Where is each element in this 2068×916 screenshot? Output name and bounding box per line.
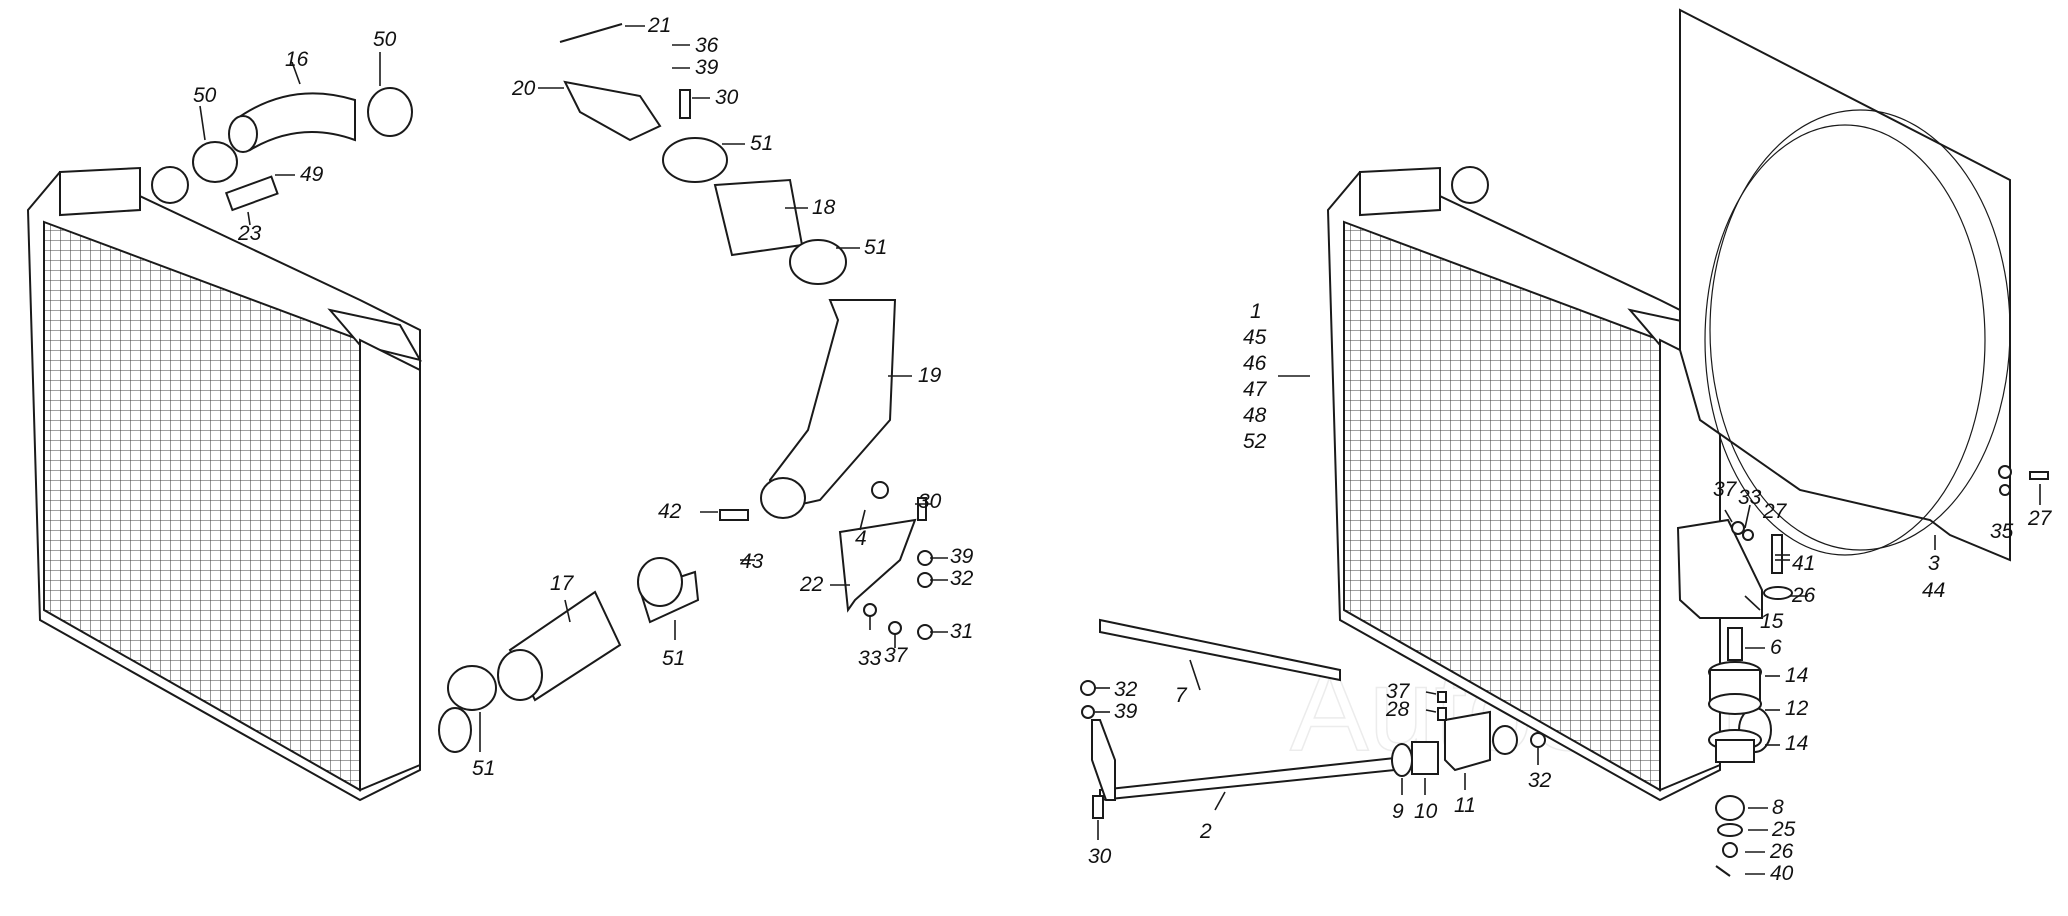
left-callout-13: 23 xyxy=(237,222,262,245)
right-callout-16: 6 xyxy=(1770,636,1782,659)
left-callout-19: 32 xyxy=(950,567,974,590)
right-callout-13: 41 xyxy=(1792,552,1815,575)
left-callout-12: 49 xyxy=(300,163,324,186)
right-callout-20: 8 xyxy=(1772,796,1784,819)
right-callout-15: 15 xyxy=(1760,610,1784,633)
left-callout-16: 4 xyxy=(855,527,867,550)
right-leader-lines xyxy=(1095,375,2041,875)
callout-numbers: 2136393020511851191650504923424343039322… xyxy=(193,14,2053,885)
left-callout-24: 17 xyxy=(550,572,575,595)
right-callout-3: 47 xyxy=(1243,378,1268,401)
left-callout-26: 51 xyxy=(472,757,495,780)
left-callout-20: 22 xyxy=(799,573,824,596)
left-callout-6: 18 xyxy=(812,196,836,219)
right-callout-32: 10 xyxy=(1414,800,1438,823)
left-callout-4: 20 xyxy=(511,77,536,100)
left-callout-3: 30 xyxy=(715,86,739,109)
right-callout-1: 45 xyxy=(1243,326,1267,349)
left-leader-lines xyxy=(199,25,948,752)
left-callout-17: 30 xyxy=(918,490,942,513)
fan-shroud xyxy=(1679,8,2011,562)
right-callout-0: 1 xyxy=(1250,300,1262,323)
left-callout-15: 43 xyxy=(740,550,764,573)
left-callout-22: 37 xyxy=(884,644,909,667)
left-callout-2: 39 xyxy=(695,56,719,79)
left-callout-25: 51 xyxy=(662,647,685,670)
right-callout-18: 12 xyxy=(1785,697,1809,720)
right-callout-25: 32 xyxy=(1114,678,1138,701)
right-radiator xyxy=(1326,166,1772,802)
left-callout-23: 31 xyxy=(950,620,973,643)
left-radiator xyxy=(26,166,472,802)
right-callout-9: 27 xyxy=(2027,507,2053,530)
right-callout-10: 37 xyxy=(1713,478,1738,501)
left-callout-10: 50 xyxy=(373,28,397,51)
right-callout-8: 35 xyxy=(1990,520,2014,543)
right-callout-24: 7 xyxy=(1175,684,1188,707)
right-callout-6: 3 xyxy=(1928,552,1940,575)
right-callout-4: 48 xyxy=(1243,404,1267,427)
right-callout-21: 25 xyxy=(1771,818,1796,841)
right-callout-14: 26 xyxy=(1791,584,1816,607)
left-callout-14: 42 xyxy=(658,500,682,523)
right-callout-23: 40 xyxy=(1770,862,1794,885)
left-callout-18: 39 xyxy=(950,545,974,568)
right-callout-17: 14 xyxy=(1785,664,1808,687)
right-callout-5: 52 xyxy=(1243,430,1267,453)
left-callout-21: 33 xyxy=(858,647,882,670)
right-callout-22: 26 xyxy=(1769,840,1794,863)
right-callout-27: 30 xyxy=(1088,845,1112,868)
right-callout-29: 37 xyxy=(1386,680,1411,703)
right-callout-33: 11 xyxy=(1454,794,1476,817)
right-callout-28: 2 xyxy=(1199,820,1212,843)
left-callout-9: 16 xyxy=(285,48,309,71)
left-hoses-and-clamps xyxy=(192,23,933,711)
left-callout-11: 50 xyxy=(193,84,217,107)
right-callout-34: 32 xyxy=(1528,769,1552,792)
right-callout-30: 28 xyxy=(1385,698,1410,721)
left-callout-5: 51 xyxy=(750,132,773,155)
right-mounting-parts xyxy=(1080,465,2049,877)
right-callout-12: 27 xyxy=(1762,500,1788,523)
right-callout-26: 39 xyxy=(1114,700,1138,723)
right-callout-11: 33 xyxy=(1738,486,1762,509)
left-callout-7: 51 xyxy=(864,236,887,259)
left-callout-0: 21 xyxy=(647,14,671,37)
right-callout-7: 44 xyxy=(1922,579,1945,602)
left-callout-8: 19 xyxy=(918,364,942,387)
left-callout-1: 36 xyxy=(695,34,719,57)
right-callout-31: 9 xyxy=(1392,800,1404,823)
right-callout-2: 46 xyxy=(1243,352,1267,375)
right-callout-19: 14 xyxy=(1785,732,1808,755)
